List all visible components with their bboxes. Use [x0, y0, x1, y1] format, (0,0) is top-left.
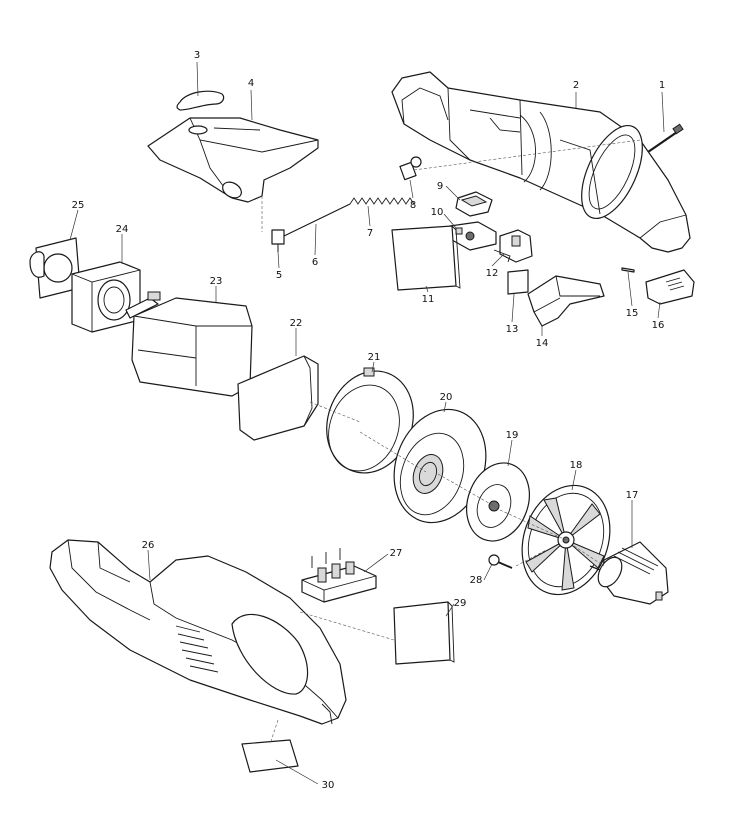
callout-12: 12: [486, 268, 499, 279]
callout-14: 14: [536, 338, 549, 349]
part-15-pin: [621, 267, 635, 273]
callout-5: 5: [276, 270, 282, 281]
callout-7: 7: [367, 228, 373, 239]
part-27-circuit-board: [301, 548, 377, 603]
callout-9: 9: [437, 181, 443, 192]
part-12-switch-contact: [493, 229, 533, 263]
callout-17: 17: [626, 490, 639, 501]
assembly-lines: [261, 139, 641, 745]
callout-25: 25: [72, 200, 85, 211]
callout-24: 24: [116, 224, 129, 235]
callout-10: 10: [431, 207, 444, 218]
callout-6: 6: [312, 257, 318, 268]
part-21-ring: [326, 367, 414, 474]
part-28-screw: [488, 554, 513, 569]
callout-27: 27: [390, 548, 403, 559]
callout-22: 22: [290, 318, 303, 329]
part-9-knob: [455, 191, 493, 217]
callout-19: 19: [506, 430, 519, 441]
part-11-pad: [391, 225, 461, 291]
callout-16: 16: [652, 320, 665, 331]
callout-23: 23: [210, 276, 223, 287]
callout-30: 30: [322, 780, 335, 791]
part-30-label: [241, 739, 299, 773]
part-13-block: [507, 269, 529, 295]
part-5-6-7-8-rod-assembly: [271, 156, 422, 252]
part-14-switch-cover: [527, 275, 605, 327]
callout-1: 1: [659, 80, 665, 91]
callout-28: 28: [470, 575, 483, 586]
part-29-pad: [393, 601, 455, 665]
callout-3: 3: [194, 50, 200, 61]
part-19-impeller: [466, 462, 530, 542]
part-17-motor: [589, 541, 669, 605]
callout-4: 4: [248, 78, 254, 89]
callout-21: 21: [368, 352, 381, 363]
part-1-screw: [647, 123, 684, 153]
part-24-filter-holder: [71, 261, 141, 333]
callout-15: 15: [626, 308, 639, 319]
callout-29: 29: [454, 598, 467, 609]
leader-lines: [69, 61, 665, 785]
part-23-filter-box: [125, 291, 253, 397]
callout-8: 8: [410, 200, 416, 211]
callout-11: 11: [422, 294, 435, 305]
callout-2: 2: [573, 80, 579, 91]
part-4-cover: [147, 117, 319, 203]
part-25-grommet: [29, 237, 81, 299]
part-2-upper-housing: [391, 71, 691, 253]
part-16-end-cap: [645, 269, 695, 305]
callout-labels: 1 2 3 4 5 6 7 8 9 10 11 12 13 14 15 16 1…: [72, 50, 666, 791]
callout-26: 26: [142, 540, 155, 551]
callout-18: 18: [570, 460, 583, 471]
callout-13: 13: [506, 324, 519, 335]
callout-20: 20: [440, 392, 453, 403]
part-26-lower-housing: [49, 539, 347, 725]
part-22-filter-pad: [237, 355, 319, 441]
part-3-plate: [176, 90, 225, 111]
